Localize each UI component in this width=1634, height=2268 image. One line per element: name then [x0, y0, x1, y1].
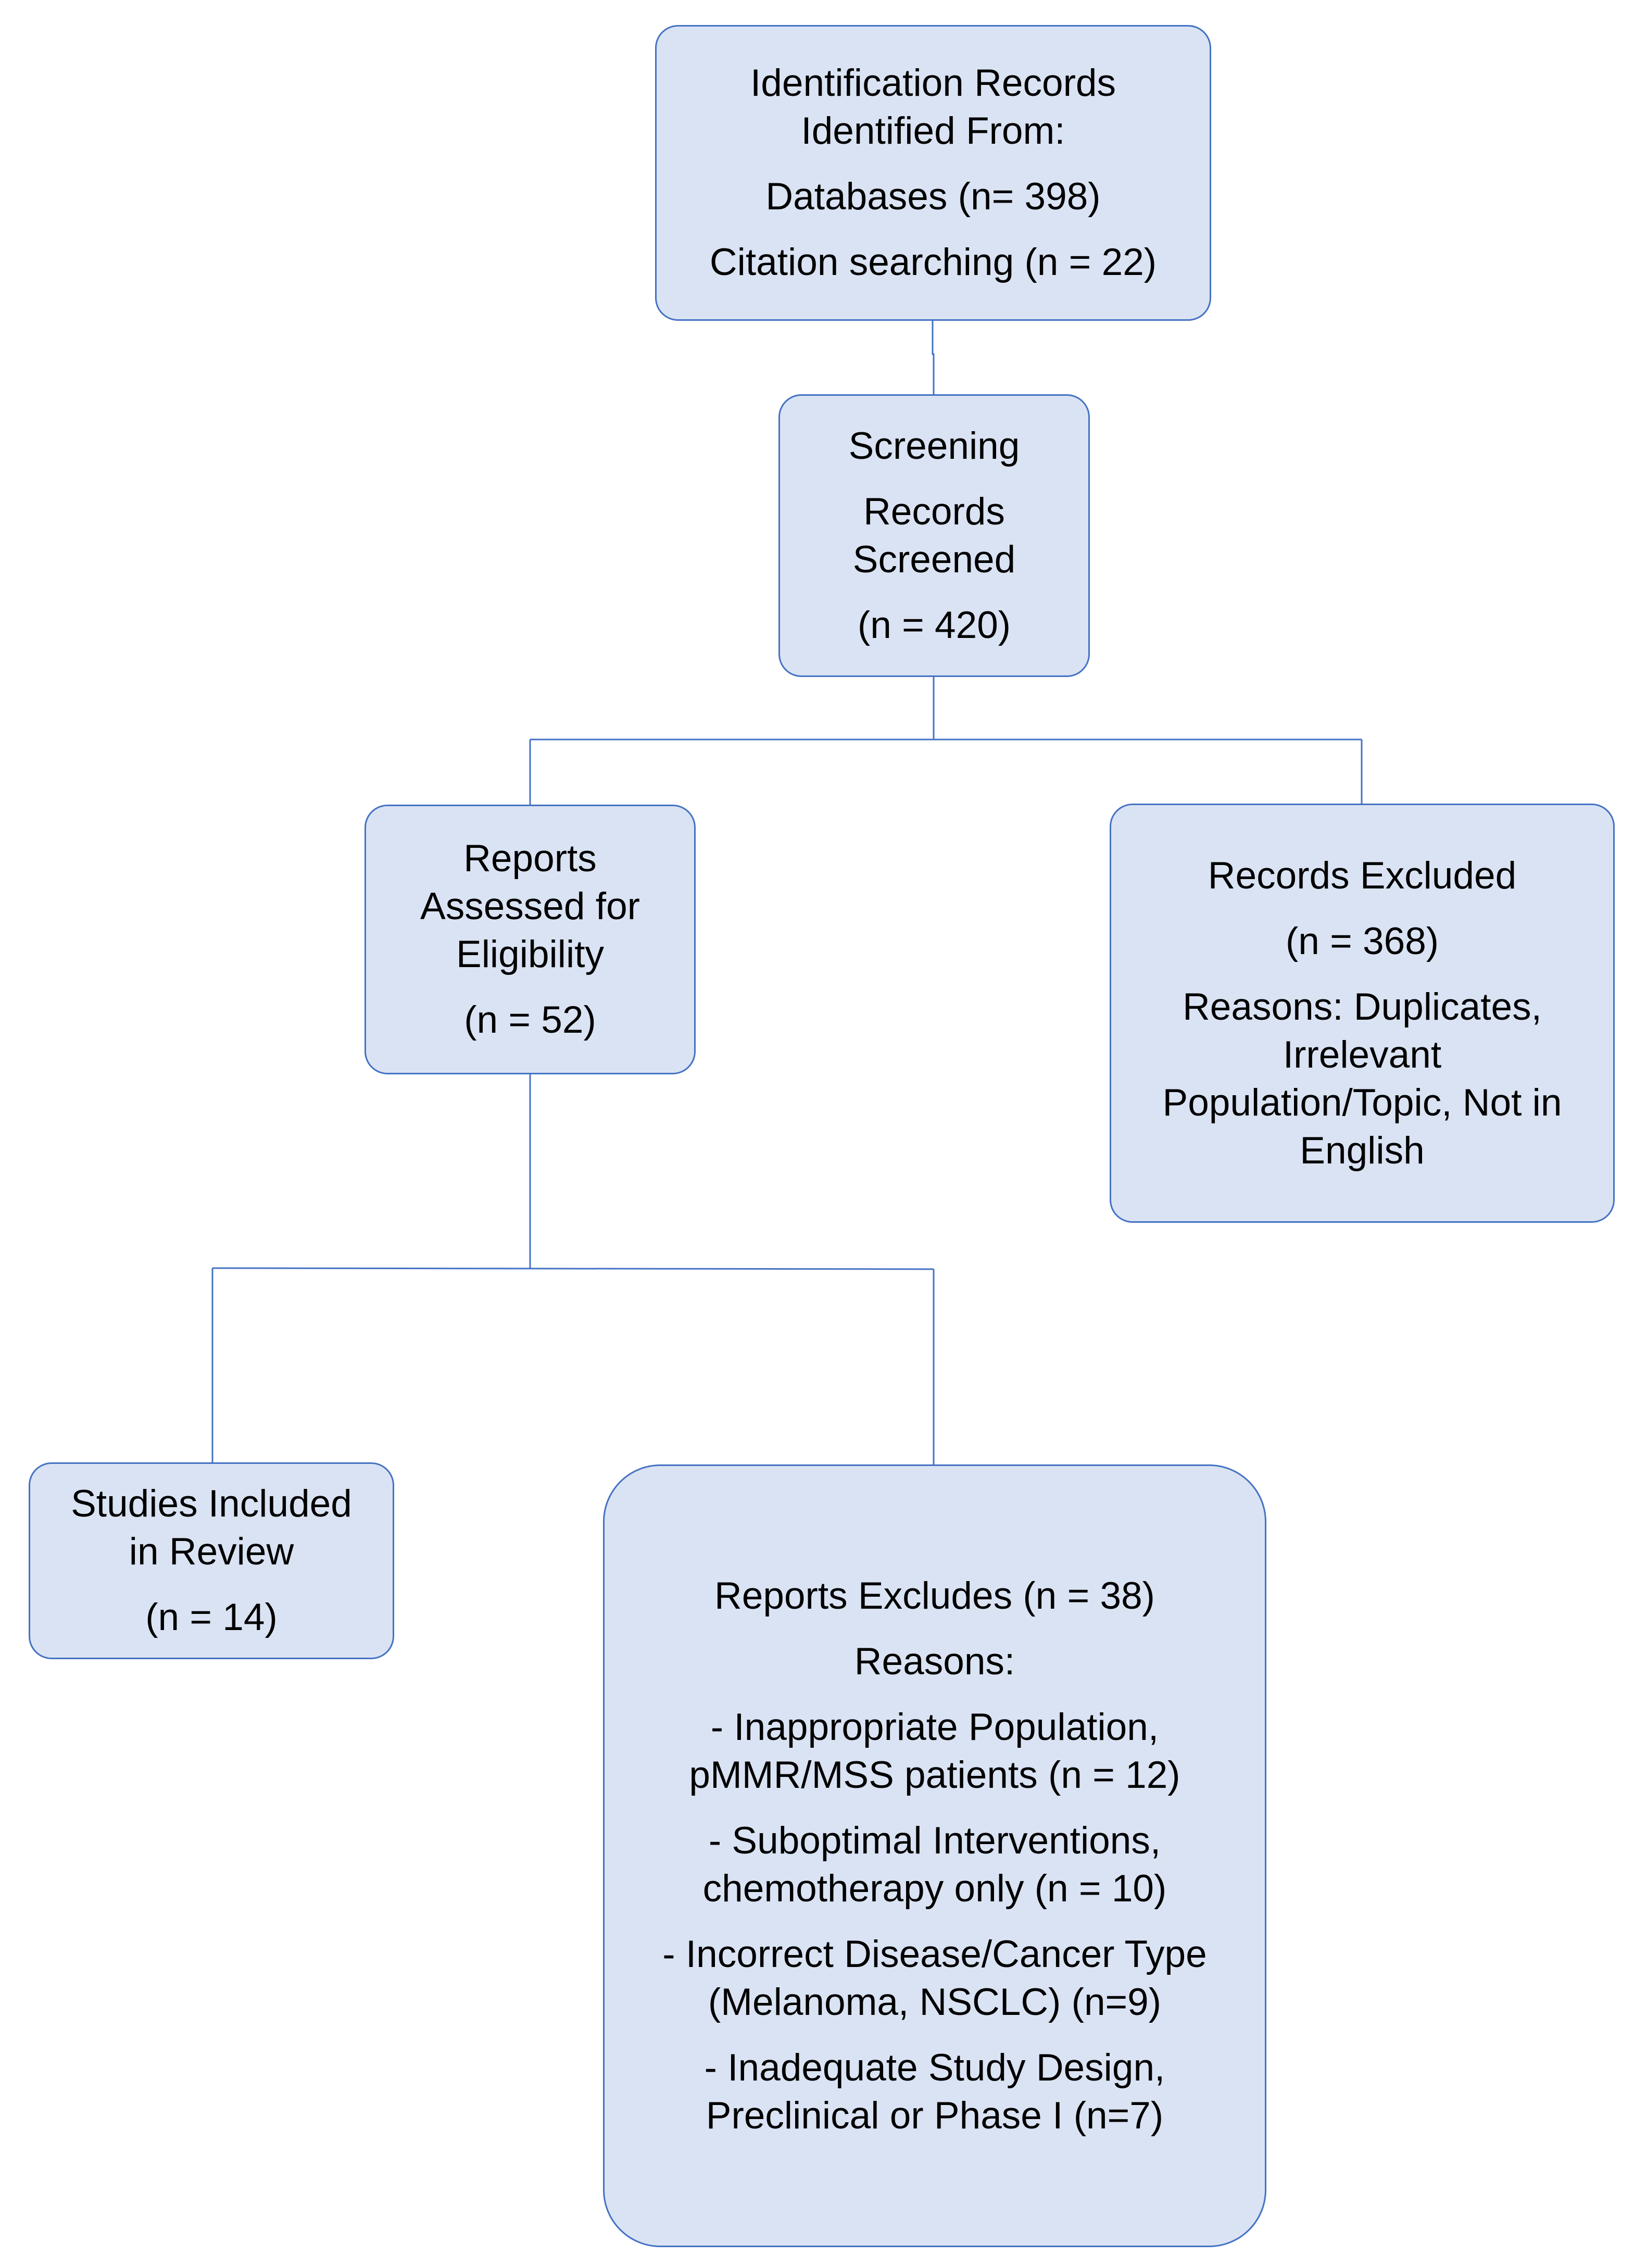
identification-title-line: Identification Records	[750, 62, 1116, 104]
records-excluded-reason-line: Irrelevant	[1283, 1033, 1442, 1076]
reports-excluded-reasons-label: Reasons:	[854, 1640, 1015, 1683]
studies-included-label: Studies Included in Review	[71, 1480, 352, 1576]
records-excluded-box: Records Excluded (n = 368) Reasons: Dupl…	[1110, 804, 1615, 1223]
studies-included-label-line: Studies Included	[71, 1483, 352, 1525]
reason-line: - Incorrect Disease/Cancer Type	[662, 1933, 1207, 1975]
eligibility-label: Reports Assessed for Eligibility	[420, 835, 640, 979]
reason-line: pMMR/MSS patients (n = 12)	[689, 1753, 1180, 1796]
studies-included-box: Studies Included in Review (n = 14)	[29, 1462, 394, 1659]
screening-title: Screening	[848, 424, 1020, 467]
eligibility-count: (n = 52)	[464, 999, 596, 1041]
records-screened-line: Records	[863, 490, 1005, 533]
screening-box: Screening Records Screened (n = 420)	[778, 394, 1090, 677]
connector-identification-to-screening	[932, 320, 935, 394]
reason-line: (Melanoma, NSCLC) (n=9)	[708, 1981, 1162, 2023]
eligibility-label-line: Assessed for	[420, 885, 640, 928]
reason-line: - Suboptimal Interventions,	[708, 1819, 1161, 1862]
reports-excluded-reason: - Inappropriate Population, pMMR/MSS pat…	[689, 1703, 1180, 1799]
reason-line: chemotherapy only (n = 10)	[702, 1867, 1167, 1910]
records-screened-line: Screened	[852, 538, 1016, 581]
identification-box: Identification Records Identified From: …	[655, 25, 1211, 321]
studies-included-count: (n = 14)	[145, 1596, 278, 1638]
studies-included-label-line: in Review	[129, 1531, 294, 1573]
reports-excluded-reason: - Incorrect Disease/Cancer Type (Melanom…	[662, 1931, 1206, 2026]
connector-eligibility-branch	[212, 1267, 934, 1270]
records-excluded-reasons: Reasons: Duplicates, Irrelevant Populati…	[1163, 983, 1562, 1175]
reports-excluded-title: Reports Excludes (n = 38)	[714, 1574, 1155, 1617]
identification-title: Identification Records Identified From:	[750, 59, 1116, 155]
identification-title-line: Identified From:	[801, 110, 1065, 152]
eligibility-label-line: Reports	[463, 837, 597, 880]
reason-line: Preclinical or Phase I (n=7)	[706, 2094, 1164, 2137]
records-excluded-count: (n = 368)	[1285, 920, 1439, 962]
citation-searching-count: Citation searching (n = 22)	[709, 241, 1157, 283]
records-screened-count: (n = 420)	[857, 604, 1011, 646]
records-excluded-reason-line: Population/Topic, Not in	[1162, 1081, 1562, 1124]
reports-excluded-reason: - Inadequate Study Design, Preclinical o…	[705, 2044, 1165, 2140]
records-excluded-reason-line: Reasons: Duplicates,	[1183, 985, 1542, 1028]
reports-excluded-box: Reports Excludes (n = 38) Reasons: - Ina…	[603, 1464, 1266, 2247]
eligibility-box: Reports Assessed for Eligibility (n = 52…	[364, 805, 696, 1074]
records-screened-label: Records Screened	[853, 488, 1016, 584]
databases-count: Databases (n= 398)	[765, 176, 1101, 218]
eligibility-label-line: Eligibility	[456, 933, 604, 975]
reports-excluded-reason: - Suboptimal Interventions, chemotherapy…	[703, 1817, 1167, 1913]
reason-line: - Inadequate Study Design,	[704, 2046, 1165, 2089]
records-excluded-title: Records Excluded	[1208, 854, 1517, 897]
reason-line: - Inappropriate Population,	[710, 1706, 1159, 1748]
records-excluded-reason-line: English	[1300, 1129, 1425, 1172]
